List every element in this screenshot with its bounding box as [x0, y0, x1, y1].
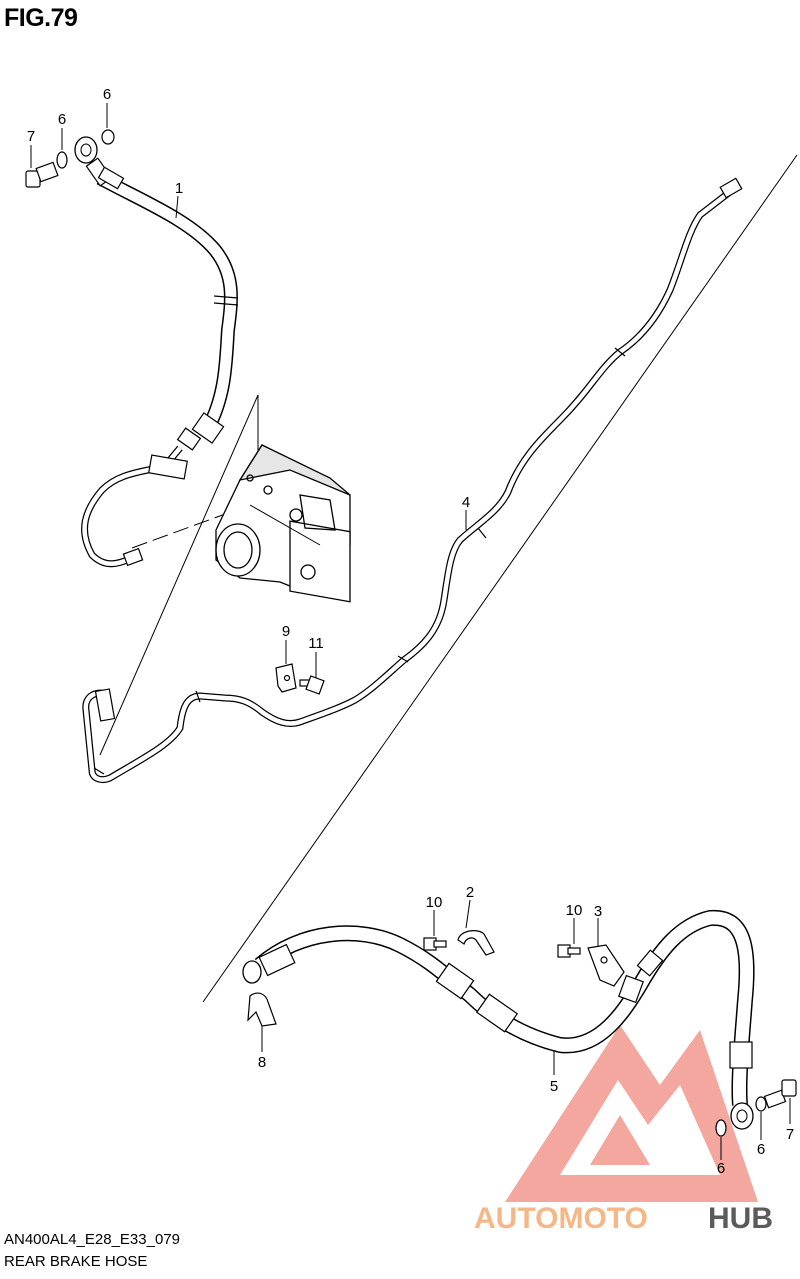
figure-code: AN400AL4_E28_E33_079: [4, 1231, 180, 1248]
callout-11: 11: [308, 635, 324, 652]
callout-7-bottom: 7: [786, 1126, 794, 1143]
watermark-text-part1: AUTOMOTO: [474, 1202, 648, 1235]
union-bolt-top: [25, 161, 59, 188]
watermark-text: AUTOMOTO HUB: [474, 1202, 773, 1235]
washer-bottom-a: [715, 1119, 727, 1137]
callout-7-top: 7: [27, 128, 35, 145]
callout-6-bottom-left: 6: [717, 1160, 725, 1177]
clamp-part-3: [587, 944, 625, 987]
figure-name: REAR BRAKE HOSE: [4, 1253, 148, 1270]
callout-10-right: 10: [566, 902, 583, 919]
callout-6-top-left: 6: [58, 111, 66, 128]
hose-part-1: [74, 136, 239, 451]
bolt-part-10-left: [423, 937, 447, 951]
callout-6-bottom-right: 6: [757, 1141, 765, 1158]
pipe-part-4: [82, 177, 743, 784]
clamp-part-2: [457, 930, 495, 956]
washer-top-b: [101, 129, 115, 145]
bolt-part-10-right: [557, 944, 581, 958]
callout-2: 2: [466, 884, 474, 901]
pipe-upper-left: [81, 445, 188, 568]
callout-4: 4: [462, 494, 470, 511]
figure-title: FIG.79: [4, 4, 78, 32]
clip-part-8: [247, 992, 277, 1027]
union-bolt-bottom: [763, 1079, 797, 1109]
callout-1: 1: [175, 180, 183, 197]
hose-part-5: [242, 909, 755, 1130]
callout-6-top-right: 6: [103, 86, 111, 103]
abs-unit: [215, 444, 351, 603]
hardware: [25, 129, 797, 1137]
callout-5: 5: [550, 1078, 558, 1095]
bolt-part-11: [299, 675, 325, 695]
callout-10-left: 10: [426, 894, 443, 911]
watermark-logo: [505, 1025, 758, 1202]
washer-top-a: [56, 151, 68, 169]
callout-labels: 1 2 3 4 5 6 6 6 6 7 7 8 9 10 10 11: [27, 86, 794, 1177]
callout-9: 9: [282, 623, 290, 640]
callout-3: 3: [594, 903, 602, 920]
washer-bottom-b: [755, 1096, 767, 1112]
callout-8: 8: [258, 1054, 266, 1071]
watermark-text-part2: HUB: [708, 1202, 773, 1235]
leader-lines: [30, 103, 791, 1160]
